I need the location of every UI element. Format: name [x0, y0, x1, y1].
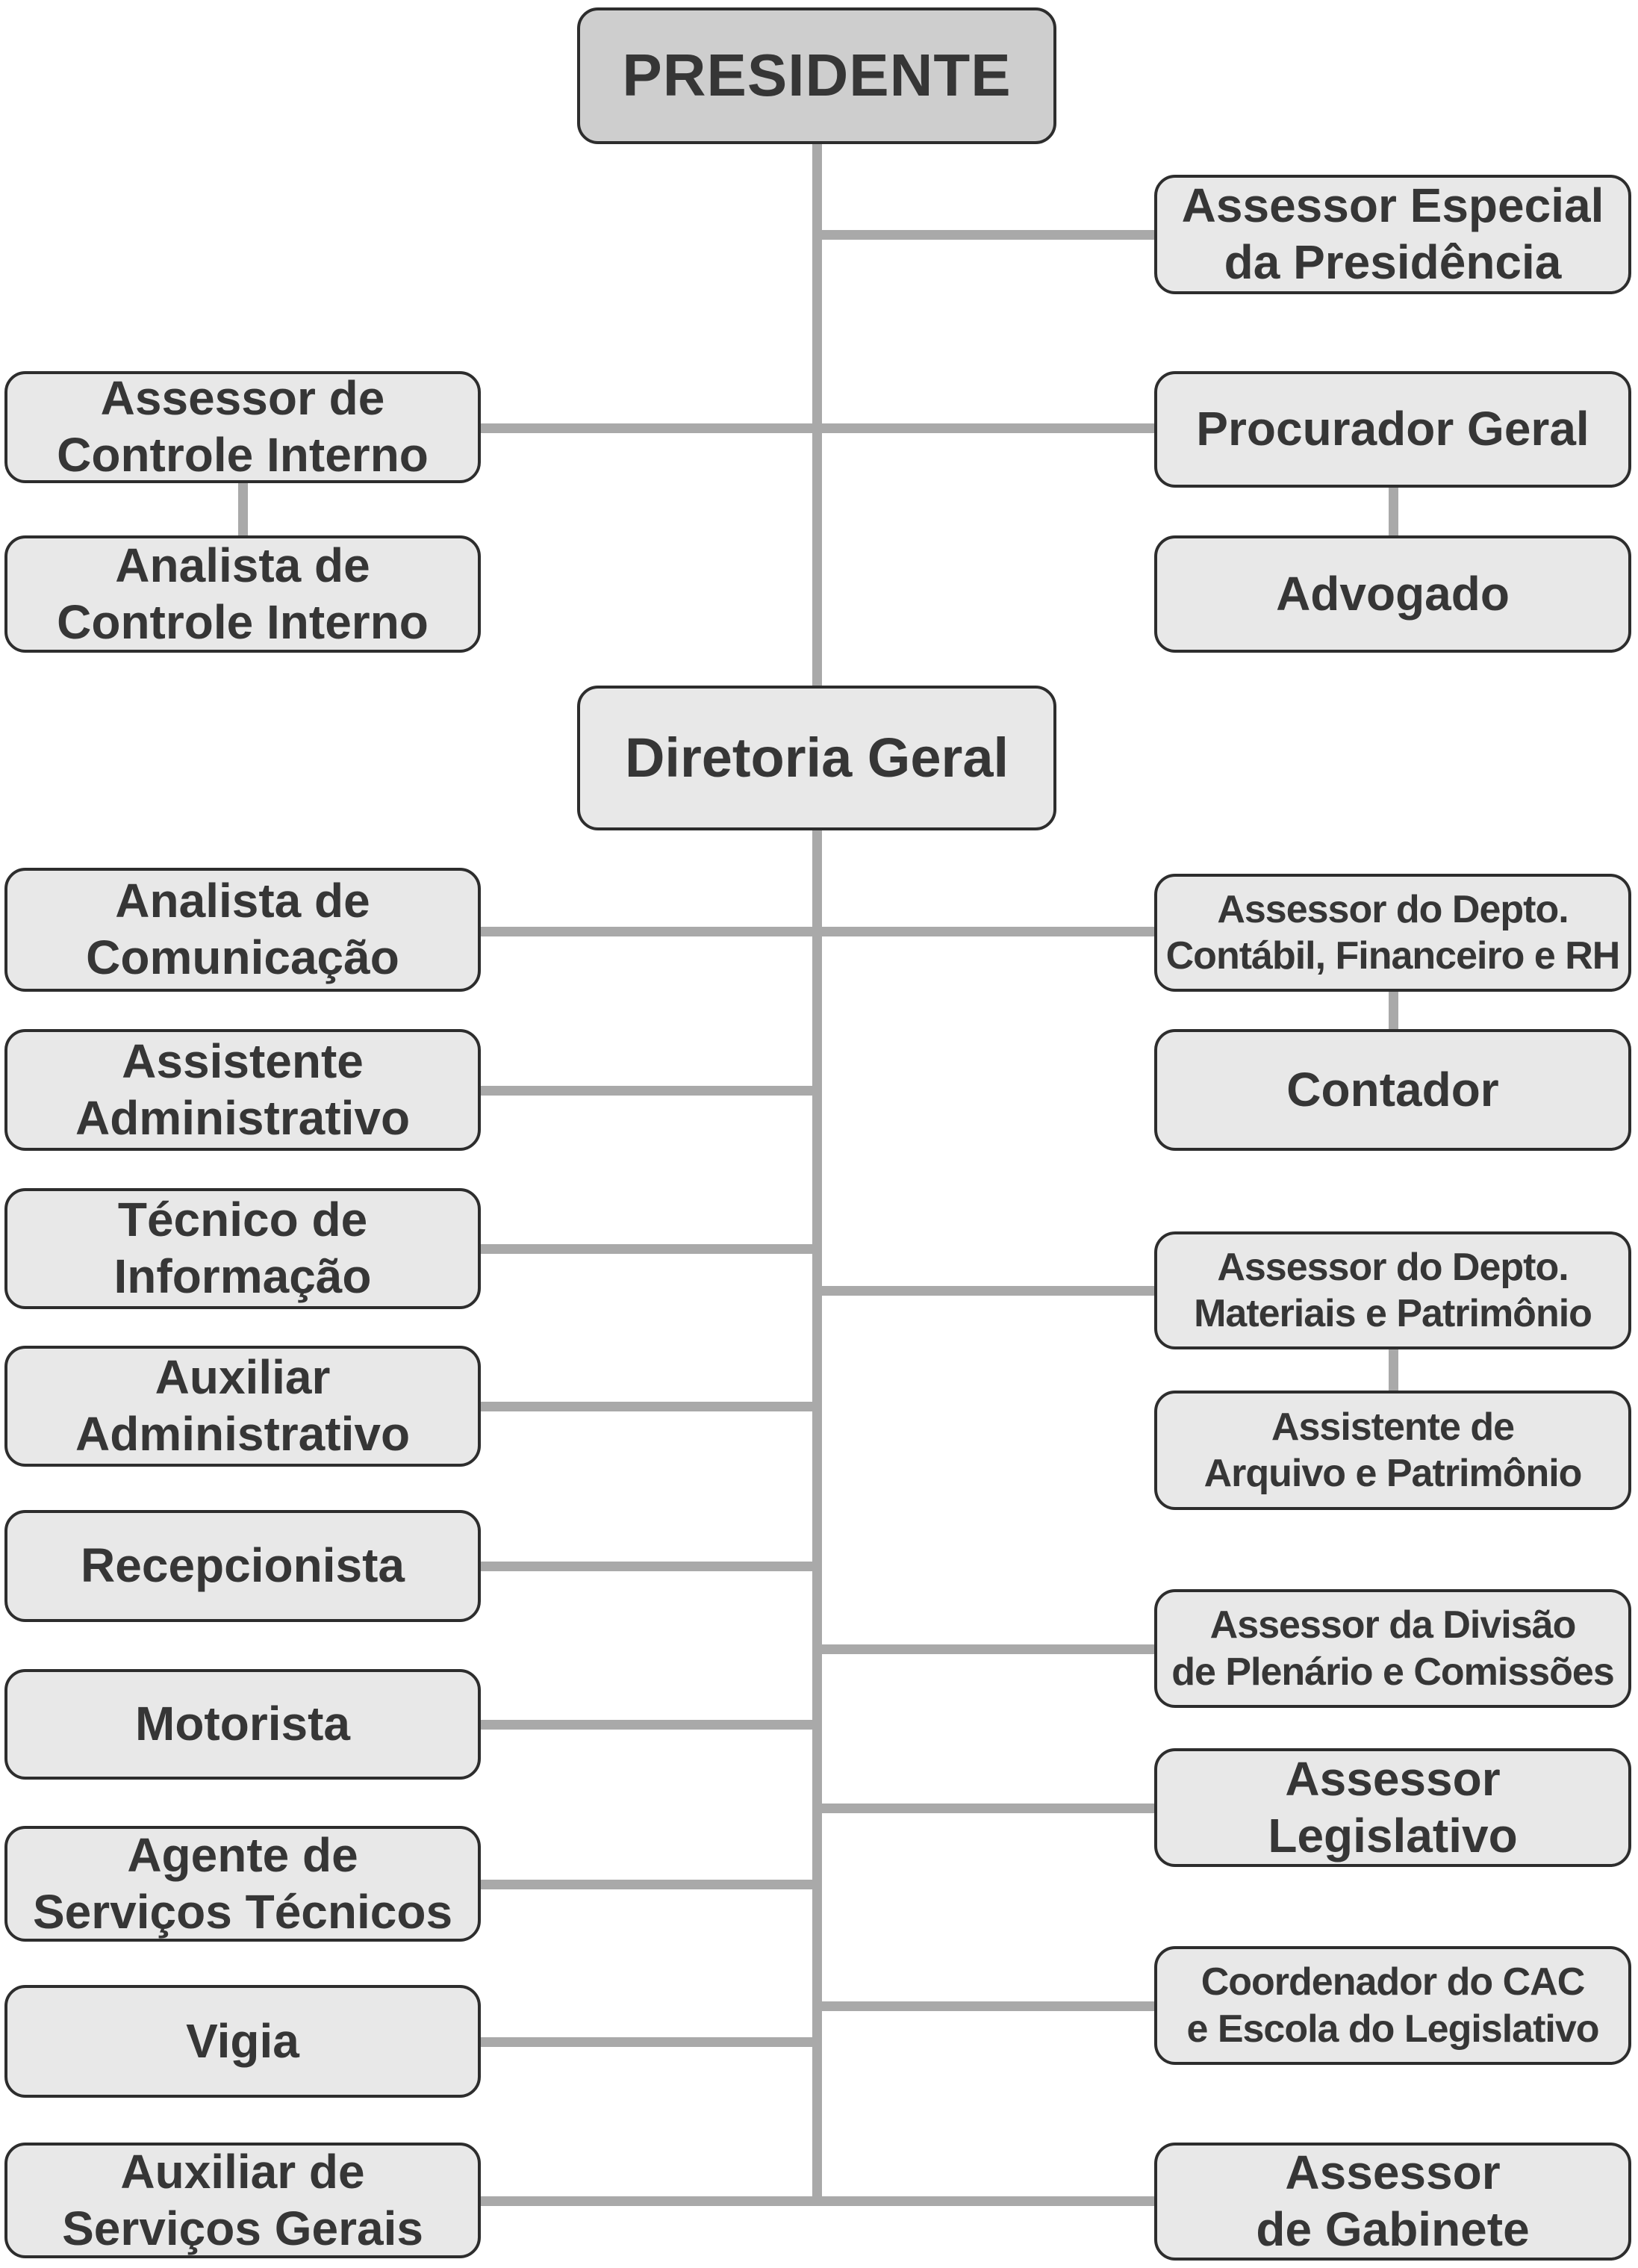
- node-assessor-materiais: Assessor do Depto. Materiais e Patrimôni…: [1154, 1231, 1631, 1349]
- node-motorista-label: Motorista: [135, 1697, 350, 1751]
- node-contador-label: Contador: [1286, 1062, 1499, 1116]
- node-assistente-arquivo: Assistente de Arquivo e Patrimônio: [1154, 1391, 1631, 1510]
- node-procurador-geral: Procurador Geral: [1154, 371, 1631, 488]
- node-assessor-especial-label: Assessor Especial da Presidência: [1181, 178, 1604, 289]
- connector-contabil-contador: [1389, 989, 1398, 1031]
- connector-auxiliar-administrativo: [478, 1402, 821, 1411]
- connector-controle-analista: [238, 481, 248, 538]
- node-assessor-divisao-label: Assessor da Divisão de Plenário e Comiss…: [1171, 1603, 1615, 1694]
- node-assessor-divisao: Assessor da Divisão de Plenário e Comiss…: [1154, 1589, 1631, 1708]
- connector-assessor-especial: [817, 230, 1159, 240]
- connector-controle-procurador: [478, 423, 1159, 433]
- node-assessor-materiais-label: Assessor do Depto. Materiais e Patrimôni…: [1194, 1245, 1592, 1335]
- node-motorista: Motorista: [4, 1669, 481, 1780]
- connector-coordenador-cac: [814, 2001, 1159, 2011]
- node-coordenador-cac: Coordenador do CAC e Escola do Legislati…: [1154, 1946, 1631, 2065]
- node-vigia-label: Vigia: [186, 2013, 299, 2068]
- node-assessor-especial: Assessor Especial da Presidência: [1154, 175, 1631, 294]
- connector-procurador-advogado: [1389, 485, 1398, 538]
- connector-assessor-legislativo: [814, 1803, 1159, 1813]
- node-diretoria-geral: Diretoria Geral: [577, 686, 1056, 830]
- node-assessor-controle-interno: Assessor de Controle Interno: [4, 371, 481, 483]
- connector-assessor-materiais: [814, 1286, 1159, 1296]
- connector-recepcionista: [478, 1562, 821, 1571]
- node-coordenador-cac-label: Coordenador do CAC e Escola do Legislati…: [1186, 1960, 1599, 2051]
- node-tecnico-informacao: Técnico de Informação: [4, 1188, 481, 1309]
- node-assessor-gabinete-label: Assessor de Gabinete: [1256, 2146, 1530, 2256]
- node-auxiliar-administrativo-label: Auxiliar Administrativo: [75, 1350, 411, 1461]
- node-auxiliar-administrativo: Auxiliar Administrativo: [4, 1346, 481, 1467]
- node-advogado: Advogado: [1154, 535, 1631, 653]
- node-analista-controle-interno: Analista de Controle Interno: [4, 535, 481, 653]
- node-recepcionista: Recepcionista: [4, 1510, 481, 1622]
- connector-gerais-gabinete: [478, 2196, 1159, 2206]
- node-assessor-legislativo-label: Assessor Legislativo: [1268, 1751, 1518, 1862]
- node-assessor-legislativo: Assessor Legislativo: [1154, 1748, 1631, 1867]
- connector-assistente-administrativo: [478, 1086, 821, 1096]
- node-agente-servicos-tecnicos-label: Agente de Serviços Técnicos: [32, 1827, 453, 1939]
- node-assistente-arquivo-label: Assistente de Arquivo e Patrimônio: [1203, 1405, 1583, 1495]
- connector-assessor-divisao: [814, 1644, 1159, 1654]
- node-assessor-controle-interno-label: Assessor de Controle Interno: [57, 371, 429, 482]
- node-contador: Contador: [1154, 1029, 1631, 1151]
- node-presidente-label: PRESIDENTE: [622, 42, 1012, 109]
- connector-agente-servicos: [478, 1880, 821, 1889]
- node-analista-controle-interno-label: Analista de Controle Interno: [57, 538, 429, 649]
- connector-trunk: [812, 142, 822, 2206]
- node-assessor-contabil: Assessor do Depto. Contábil, Financeiro …: [1154, 874, 1631, 992]
- node-auxiliar-servicos-gerais-label: Auxiliar de Serviços Gerais: [62, 2144, 423, 2255]
- node-analista-comunicacao-label: Analista de Comunicação: [86, 874, 399, 984]
- node-procurador-geral-label: Procurador Geral: [1196, 402, 1589, 456]
- node-assistente-administrativo: Assistente Administrativo: [4, 1029, 481, 1151]
- node-analista-comunicacao: Analista de Comunicação: [4, 868, 481, 992]
- node-assessor-contabil-label: Assessor do Depto. Contábil, Financeiro …: [1165, 887, 1621, 978]
- node-assistente-administrativo-label: Assistente Administrativo: [75, 1034, 411, 1145]
- node-agente-servicos-tecnicos: Agente de Serviços Técnicos: [4, 1826, 481, 1942]
- node-vigia: Vigia: [4, 1985, 481, 2098]
- node-assessor-gabinete: Assessor de Gabinete: [1154, 2143, 1631, 2261]
- node-auxiliar-servicos-gerais: Auxiliar de Serviços Gerais: [4, 2143, 481, 2258]
- connector-materiais-arquivo: [1389, 1347, 1398, 1393]
- node-presidente: PRESIDENTE: [577, 7, 1056, 144]
- node-tecnico-informacao-label: Técnico de Informação: [113, 1193, 372, 1303]
- connector-vigia: [478, 2037, 821, 2047]
- node-recepcionista-label: Recepcionista: [81, 1538, 405, 1593]
- connector-motorista: [478, 1720, 821, 1730]
- node-advogado-label: Advogado: [1276, 566, 1510, 621]
- connector-comunicacao-contabil: [478, 927, 1159, 936]
- node-diretoria-geral-label: Diretoria Geral: [624, 727, 1009, 789]
- connector-tecnico-informacao: [478, 1244, 821, 1254]
